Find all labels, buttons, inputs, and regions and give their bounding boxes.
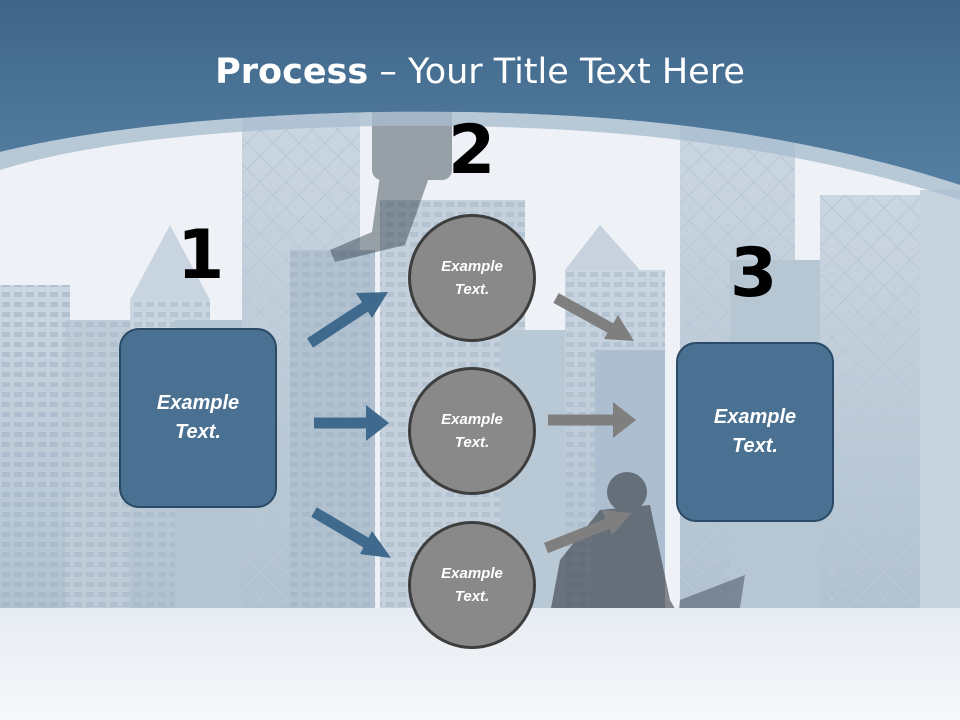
arrow-box-to-top-circle (306, 292, 388, 348)
arrow-mid-circle-to-box (548, 402, 636, 438)
slide-title: Process – Your Title Text Here (0, 52, 960, 92)
title-bold: Process (215, 52, 369, 92)
bottom-example-circle[interactable]: Example Text. (408, 521, 536, 649)
arrow-top-circle-to-box (553, 293, 634, 341)
step-number-2: 2 (448, 111, 496, 190)
arrow-box-to-bottom-circle (311, 507, 391, 558)
top-example-circle[interactable]: Example Text. (408, 214, 536, 342)
arrow-box-to-mid-circle (314, 405, 389, 441)
top-circle-line1: Example (441, 258, 503, 275)
right-box-line2: Text. (732, 435, 778, 457)
left-box-line2: Text. (175, 421, 221, 443)
bottom-circle-line1: Example (441, 565, 503, 582)
step-number-3: 3 (730, 234, 778, 313)
middle-circle-line2: Text. (454, 434, 490, 451)
arrow-bottom-circle-to-box (543, 510, 632, 554)
middle-example-circle[interactable]: Example Text. (408, 367, 536, 495)
bottom-circle-line2: Text. (454, 588, 490, 605)
top-circle-line2: Text. (454, 281, 490, 298)
left-box-line1: Example (156, 392, 240, 414)
title-rest: – Your Title Text Here (368, 52, 745, 92)
left-example-box[interactable]: Example Text. (119, 328, 277, 508)
middle-circle-line1: Example (441, 411, 503, 428)
step-number-1: 1 (177, 216, 225, 295)
right-box-line1: Example (713, 406, 797, 428)
right-example-box[interactable]: Example Text. (676, 342, 834, 522)
